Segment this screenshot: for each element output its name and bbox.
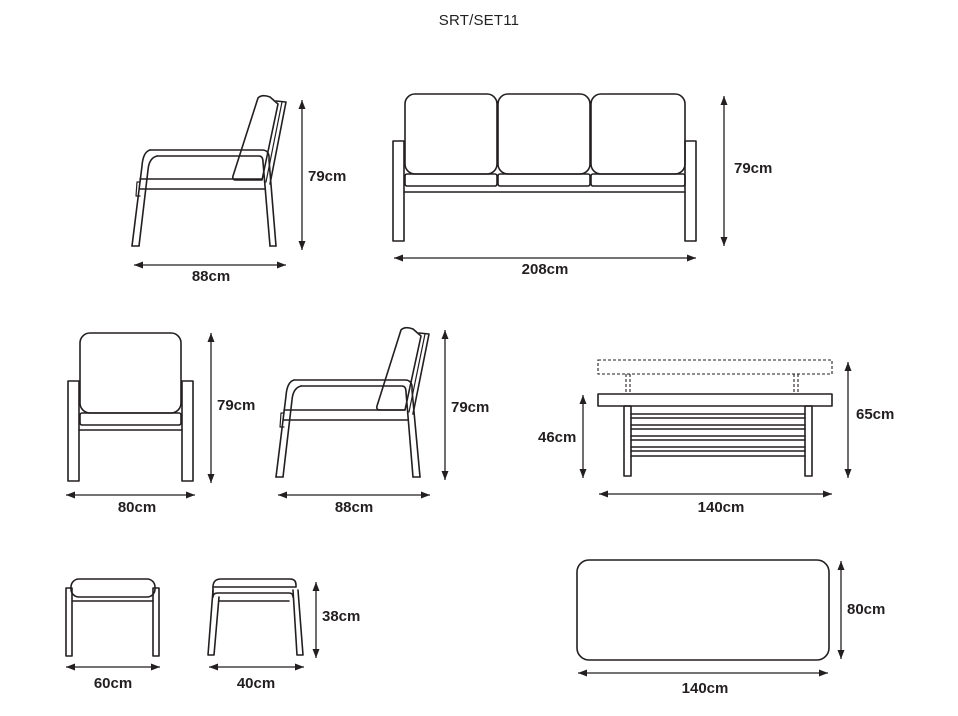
armchair-front-height-label: 79cm [217, 397, 255, 414]
footstool-front-width-label: 60cm [94, 675, 132, 692]
table-high-height-dimension: 65cm [844, 362, 894, 478]
armchair-front-width-label: 80cm [118, 499, 156, 516]
sofa-front-view [392, 93, 697, 242]
sofa-width-label: 208cm [522, 261, 569, 278]
armchair-side-height-dimension: 79cm [441, 330, 489, 480]
armchair-side-top-width-label: 88cm [192, 268, 230, 285]
table-top-width-label: 140cm [682, 680, 729, 697]
armchair-side-top-height-dimension: 79cm [298, 100, 346, 250]
table-side-view [597, 359, 833, 477]
armchair-side-width-dimension: 88cm [278, 491, 430, 516]
footstool-side-width-label: 40cm [237, 675, 275, 692]
table-side-width-label: 140cm [698, 499, 745, 516]
armchair-side-width-label: 88cm [335, 499, 373, 516]
table-low-height-label: 46cm [538, 429, 576, 446]
table-top-depth-label: 80cm [847, 601, 885, 618]
page-title: SRT/SET11 [438, 12, 520, 29]
armchair-side-height-label: 79cm [451, 399, 489, 416]
armchair-side-view-top [131, 94, 287, 247]
footstool-front-width-dimension: 60cm [66, 663, 160, 692]
armchair-front-view [67, 332, 194, 482]
footstool-front-view [65, 578, 160, 657]
sofa-width-dimension: 208cm [394, 254, 696, 278]
table-top-depth-dimension: 80cm [837, 561, 885, 659]
table-low-height-dimension: 46cm [538, 395, 587, 478]
sofa-height-label: 79cm [734, 160, 772, 177]
armchair-side-view [275, 326, 430, 478]
table-side-width-dimension: 140cm [599, 490, 832, 516]
table-high-height-label: 65cm [856, 406, 894, 423]
armchair-front-width-dimension: 80cm [66, 491, 195, 516]
armchair-side-top-width-dimension: 88cm [134, 261, 286, 285]
armchair-front-height-dimension: 79cm [207, 333, 255, 483]
table-top-view [576, 559, 830, 661]
footstool-side-height-dimension: 38cm [312, 582, 360, 658]
sofa-height-dimension: 79cm [720, 96, 772, 246]
armchair-side-top-height-label: 79cm [308, 168, 346, 185]
footstool-side-view [207, 578, 304, 656]
table-top-width-dimension: 140cm [578, 669, 828, 697]
footstool-side-width-dimension: 40cm [209, 663, 304, 692]
footstool-side-height-label: 38cm [322, 608, 360, 625]
